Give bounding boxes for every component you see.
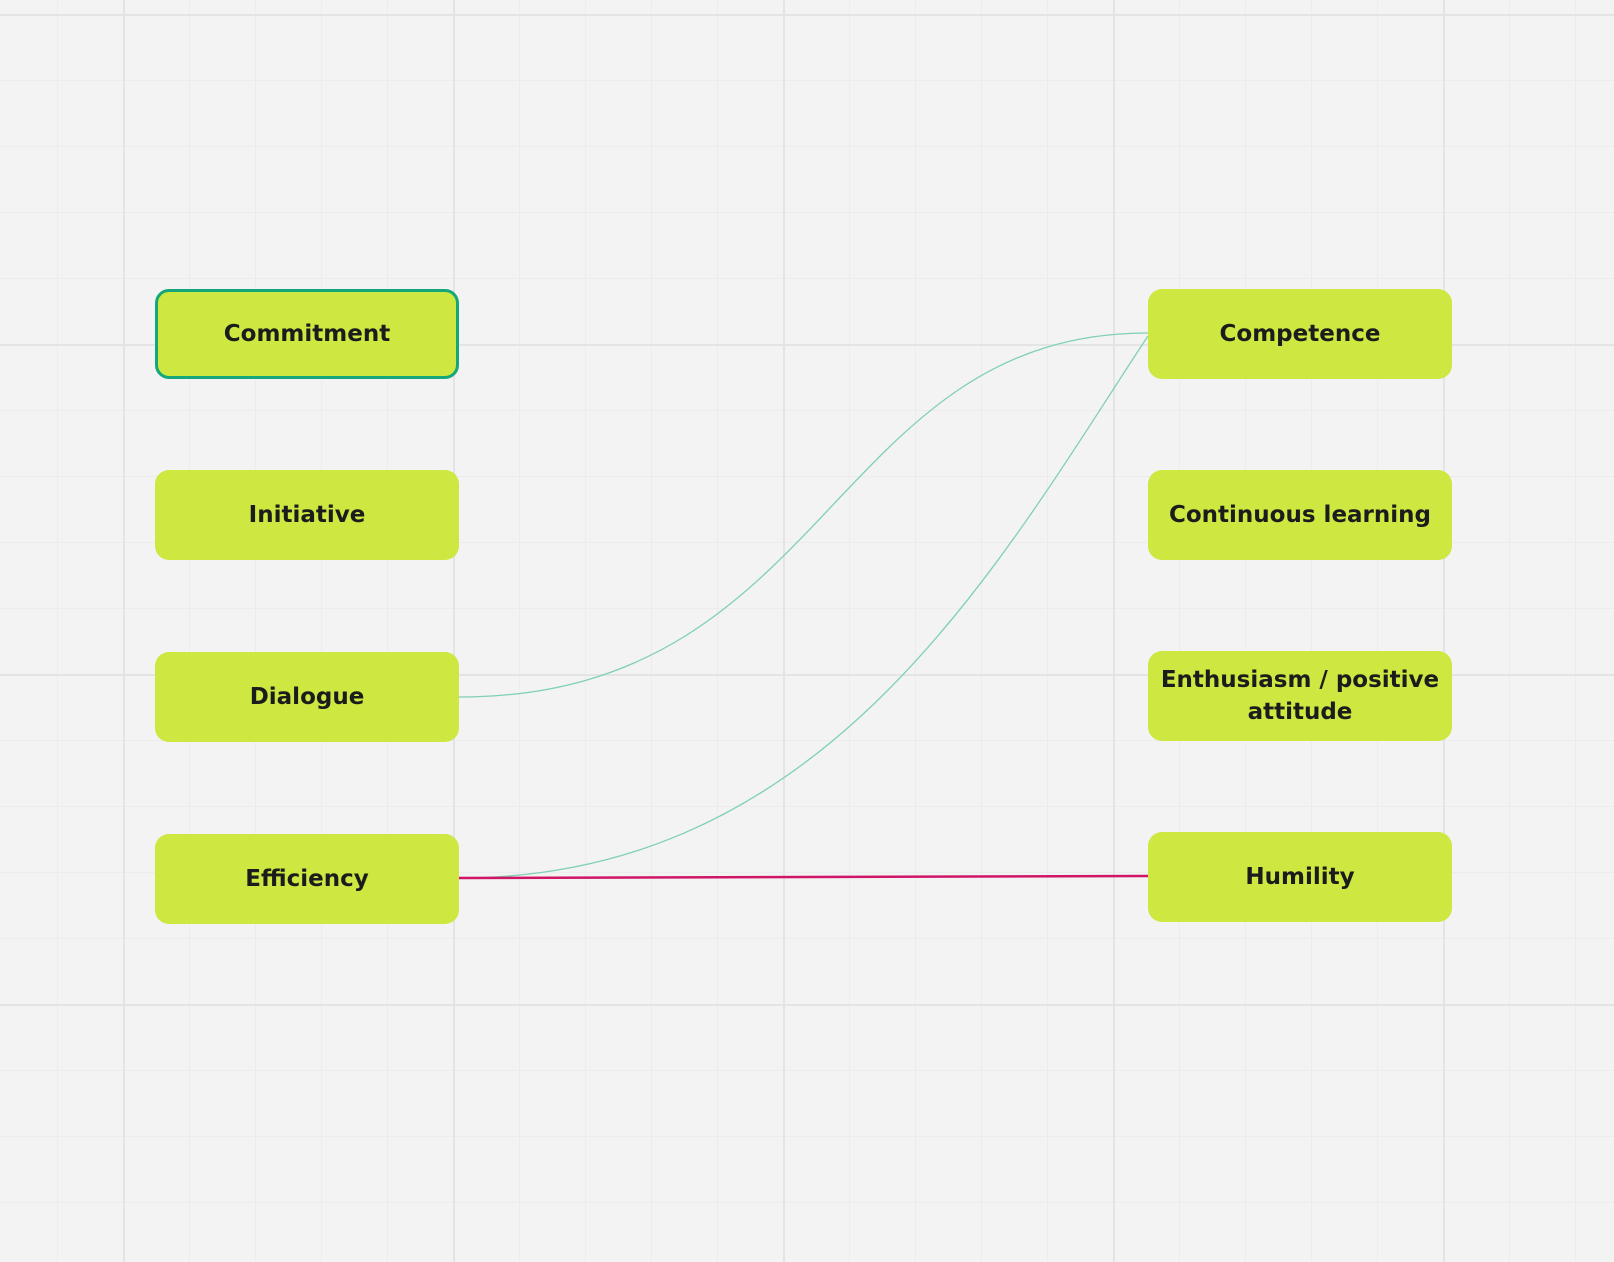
sticky-note-label: Initiative [248, 502, 366, 528]
sticky-note-efficiency[interactable]: Efficiency [155, 834, 459, 924]
sticky-note-continuous-learning[interactable]: Continuous learning [1148, 470, 1452, 560]
connector-efficiency-humility[interactable] [458, 874, 1149, 880]
sticky-note-label: Enthusiasm / positive attitude [1160, 667, 1440, 725]
sticky-note-label: Continuous learning [1169, 502, 1431, 528]
sticky-note-initiative[interactable]: Initiative [155, 470, 459, 560]
sticky-note-label: Efficiency [245, 866, 369, 892]
sticky-note-dialogue[interactable]: Dialogue [155, 652, 459, 742]
sticky-note-enthusiasm[interactable]: Enthusiasm / positive attitude [1148, 651, 1452, 741]
sticky-note-label: Competence [1219, 321, 1381, 347]
sticky-note-competence[interactable]: Competence [1148, 289, 1452, 379]
sticky-note-humility[interactable]: Humility [1148, 832, 1452, 922]
connector-dialogue-competence[interactable] [458, 332, 1149, 698]
sticky-note-commitment[interactable]: Commitment [155, 289, 459, 379]
sticky-note-label: Dialogue [249, 684, 365, 710]
sticky-note-label: Commitment [223, 321, 391, 347]
connector-efficiency-competence[interactable] [458, 335, 1149, 879]
sticky-note-label: Humility [1245, 864, 1355, 890]
